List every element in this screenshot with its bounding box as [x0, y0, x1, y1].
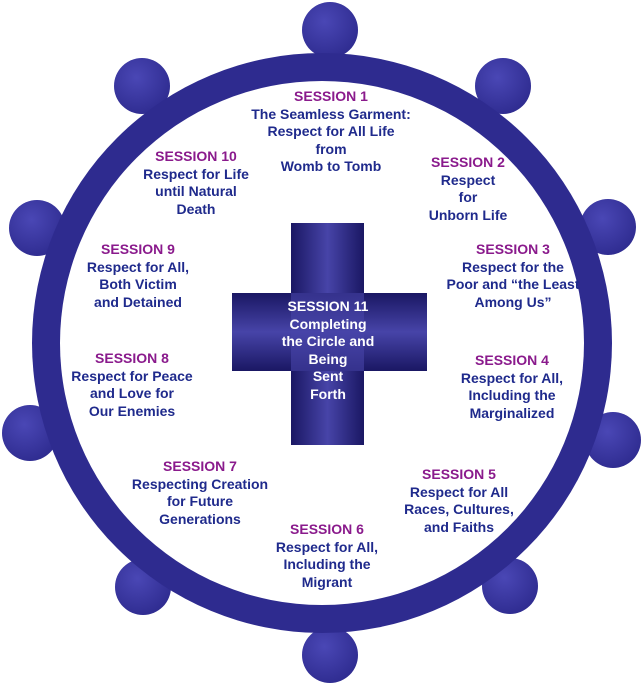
session-8-title: SESSION 8 — [95, 350, 169, 366]
session-3: SESSION 3 Respect for the Poor and “the … — [438, 241, 588, 311]
session-10: SESSION 10 Respect for Life until Natura… — [130, 148, 262, 218]
session-11-cross-text: SESSION 11 Completing the Circle and Bei… — [273, 298, 383, 403]
session-8-description: Respect for Peace and Love for Our Enemi… — [71, 367, 193, 419]
session-5: SESSION 5 Respect for All Races, Culture… — [391, 466, 527, 536]
session-2-description: Respect for Unborn Life — [428, 171, 508, 223]
session-1-title: SESSION 1 — [294, 88, 368, 104]
session-9: SESSION 9 Respect for All, Both Victim a… — [76, 241, 200, 311]
session-9-title: SESSION 9 — [101, 241, 175, 257]
session-3-title: SESSION 3 — [476, 241, 550, 257]
session-7-title: SESSION 7 — [163, 458, 237, 474]
ring-knob — [475, 58, 531, 114]
session-9-description: Respect for All, Both Victim and Detaine… — [86, 258, 190, 310]
ring-knob — [302, 2, 358, 58]
ring-knob — [302, 627, 358, 683]
ring-knob — [114, 58, 170, 114]
session-7: SESSION 7 Respecting Creation for Future… — [120, 458, 280, 528]
session-8: SESSION 8 Respect for Peace and Love for… — [62, 350, 202, 420]
session-2-title: SESSION 2 — [431, 154, 505, 170]
session-2: SESSION 2 Respect for Unborn Life — [410, 154, 526, 224]
cross-center-panel — [291, 293, 364, 371]
session-4-title: SESSION 4 — [475, 352, 549, 368]
center-cross — [232, 223, 427, 445]
session-6-title: SESSION 6 — [290, 521, 364, 537]
session-11-description: SESSION 11 Completing the Circle and Bei… — [281, 298, 375, 402]
session-5-description: Respect for All Races, Cultures, and Fai… — [404, 483, 514, 535]
session-4: SESSION 4 Respect for All, Including the… — [444, 352, 580, 422]
session-10-title: SESSION 10 — [155, 148, 237, 164]
session-5-title: SESSION 5 — [422, 466, 496, 482]
session-6-description: Respect for All, Including the Migrant — [275, 538, 379, 590]
session-6: SESSION 6 Respect for All, Including the… — [259, 521, 395, 591]
ring-knob — [580, 199, 636, 255]
session-10-description: Respect for Life until Natural Death — [143, 165, 249, 217]
session-1-description: The Seamless Garment: Respect for All Li… — [251, 105, 411, 175]
session-7-description: Respecting Creation for Future Generatio… — [131, 475, 269, 527]
session-4-description: Respect for All, Including the Marginali… — [460, 369, 564, 421]
session-1: SESSION 1 The Seamless Garment: Respect … — [238, 88, 424, 176]
session-3-description: Respect for the Poor and “the Least Amon… — [446, 258, 580, 310]
